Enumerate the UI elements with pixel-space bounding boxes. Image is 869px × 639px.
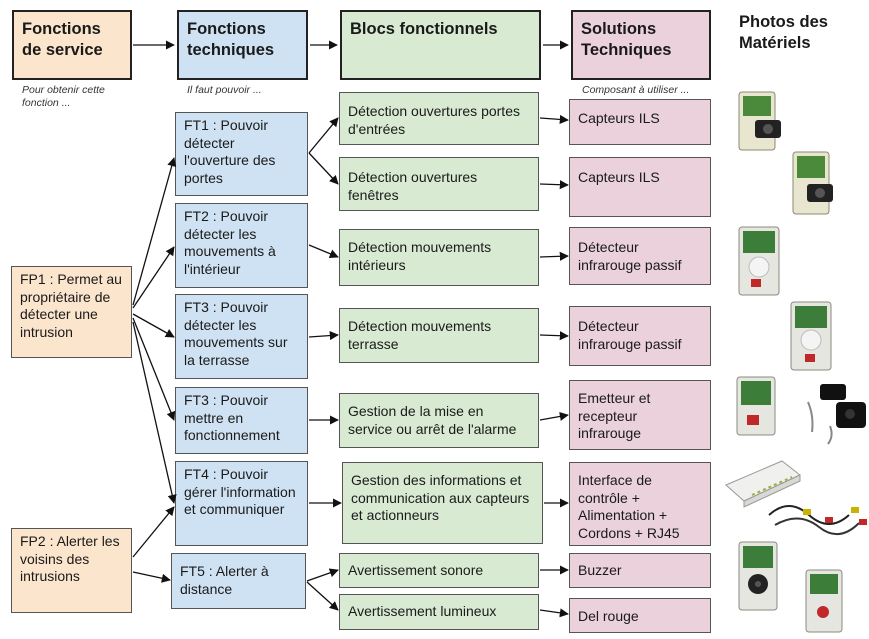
cords-photo [768,505,867,535]
subtitle-solutions: Composant à utiliser ... [582,84,690,96]
technical-function-ft4: FT4 : Pouvoir gérer l'information et com… [175,461,308,546]
technical-function-ft3-terrasse: FT3 : Pouvoir détecter les mouvements su… [175,294,308,379]
technical-function-ft2: FT2 : Pouvoir détecter les mouvements à … [175,203,308,288]
block-gestion-informations: Gestion des informations et communicatio… [342,462,543,544]
solution-del-rouge: Del rouge [569,598,711,633]
ils-sensor-photo-2 [792,151,833,215]
header-technical-functions: Fonctions techniques [177,10,308,80]
solution-infrarouge-terrasse: Détecteur infrarouge passif [569,306,711,366]
technical-function-ft3-fonctionnement: FT3 : Pouvoir mettre en fonctionnement [175,387,308,454]
block-mouvements-interieurs: Détection mouvements intérieurs [339,229,539,286]
block-detection-portes: Détection ouvertures portes d'entrées [339,92,539,145]
led-board-photo [805,569,843,633]
solution-interface-controle: Interface de contrôle + Alimentation + C… [569,462,711,546]
buzzer-board-photo [738,541,778,611]
service-function-fp1: FP1 : Permet au propriétaire de détecter… [11,266,132,358]
block-mouvements-terrasse: Détection mouvements terrasse [339,308,539,363]
infrared-board-photo [736,376,776,436]
solution-buzzer: Buzzer [569,553,711,588]
technical-function-ft5: FT5 : Alerter à distance [171,553,306,609]
pir-sensor-photo-1 [738,226,780,296]
block-gestion-mise-en-service: Gestion de la mise en service ou arrêt d… [339,393,539,448]
block-detection-fenetres: Détection ouvertures fenêtres [339,157,539,211]
solution-emetteur-recepteur: Emetteur et recepteur infrarouge [569,380,711,450]
service-function-fp2: FP2 : Alerter les voisins des intrusions [11,528,132,613]
pir-sensor-photo-2 [790,301,832,371]
block-avertissement-sonore: Avertissement sonore [339,553,539,588]
header-photos: Photos des Matériels [739,13,828,52]
remote-control-photo [807,384,866,445]
subtitle-techniques: Il faut pouvoir ... [187,84,262,96]
header-service-functions: Fonctions de service [12,10,132,80]
header-functional-blocks: Blocs fonctionnels [340,10,541,80]
header-technical-solutions: Solutions Techniques [571,10,711,80]
technical-function-ft1: FT1 : Pouvoir détecter l'ouverture des p… [175,112,308,196]
ils-sensor-photo-1 [738,91,781,151]
solution-infrarouge-interieur: Détecteur infrarouge passif [569,227,711,285]
control-interface-photo [725,460,801,508]
subtitle-service: Pour obtenir cette fonction ... [22,84,105,109]
block-avertissement-lumineux: Avertissement lumineux [339,594,539,630]
solution-ils-portes: Capteurs ILS [569,99,711,145]
solution-ils-fenetres: Capteurs ILS [569,157,711,217]
